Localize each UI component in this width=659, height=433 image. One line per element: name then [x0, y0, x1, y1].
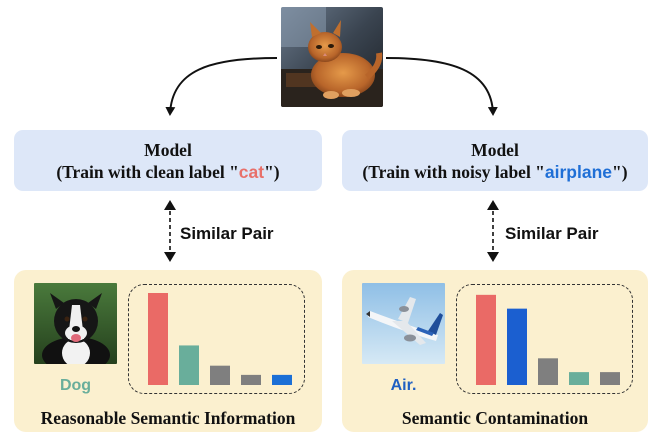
right-model-box: Model (Train with noisy label "airplane"… [342, 130, 648, 191]
left-model-description: (Train with clean label "cat") [56, 161, 280, 182]
arrow-to-right-model [385, 57, 498, 116]
clean-label-text: cat [238, 161, 265, 182]
left-similar-pair-label: Similar Pair [180, 224, 274, 243]
right-distribution-frame [456, 284, 633, 394]
left-distribution-frame [128, 284, 305, 394]
airplane-photo [362, 283, 445, 364]
right-model-description: (Train with noisy label "airplane") [362, 161, 628, 182]
noisy-label-text: airplane [544, 161, 613, 182]
left-prediction-bar [241, 374, 261, 385]
dog-label: Dog [59, 377, 92, 394]
airplane-label: Air. [390, 377, 417, 394]
arrow-to-left-model [165, 57, 278, 116]
right-similar-pair-label: Similar Pair [505, 224, 599, 243]
left-panel-title: Reasonable Semantic Information [40, 408, 296, 428]
left-prediction-bar [210, 365, 230, 385]
right-prediction-bar [476, 294, 496, 385]
right-panel-title: Semantic Contamination [401, 408, 589, 428]
dog-photo [34, 283, 117, 364]
right-prediction-bar [600, 372, 620, 385]
left-prediction-bar [148, 293, 168, 385]
right-prediction-bar [569, 372, 589, 385]
left-model-title: Model [144, 139, 192, 160]
right-prediction-bar [538, 358, 558, 385]
left-prediction-bar [272, 374, 292, 385]
right-prediction-bar [507, 308, 527, 385]
right-model-title: Model [471, 139, 519, 160]
left-prediction-bar [179, 345, 199, 385]
left-model-box: Model (Train with clean label "cat") [14, 130, 322, 191]
cat-photo [281, 7, 383, 107]
